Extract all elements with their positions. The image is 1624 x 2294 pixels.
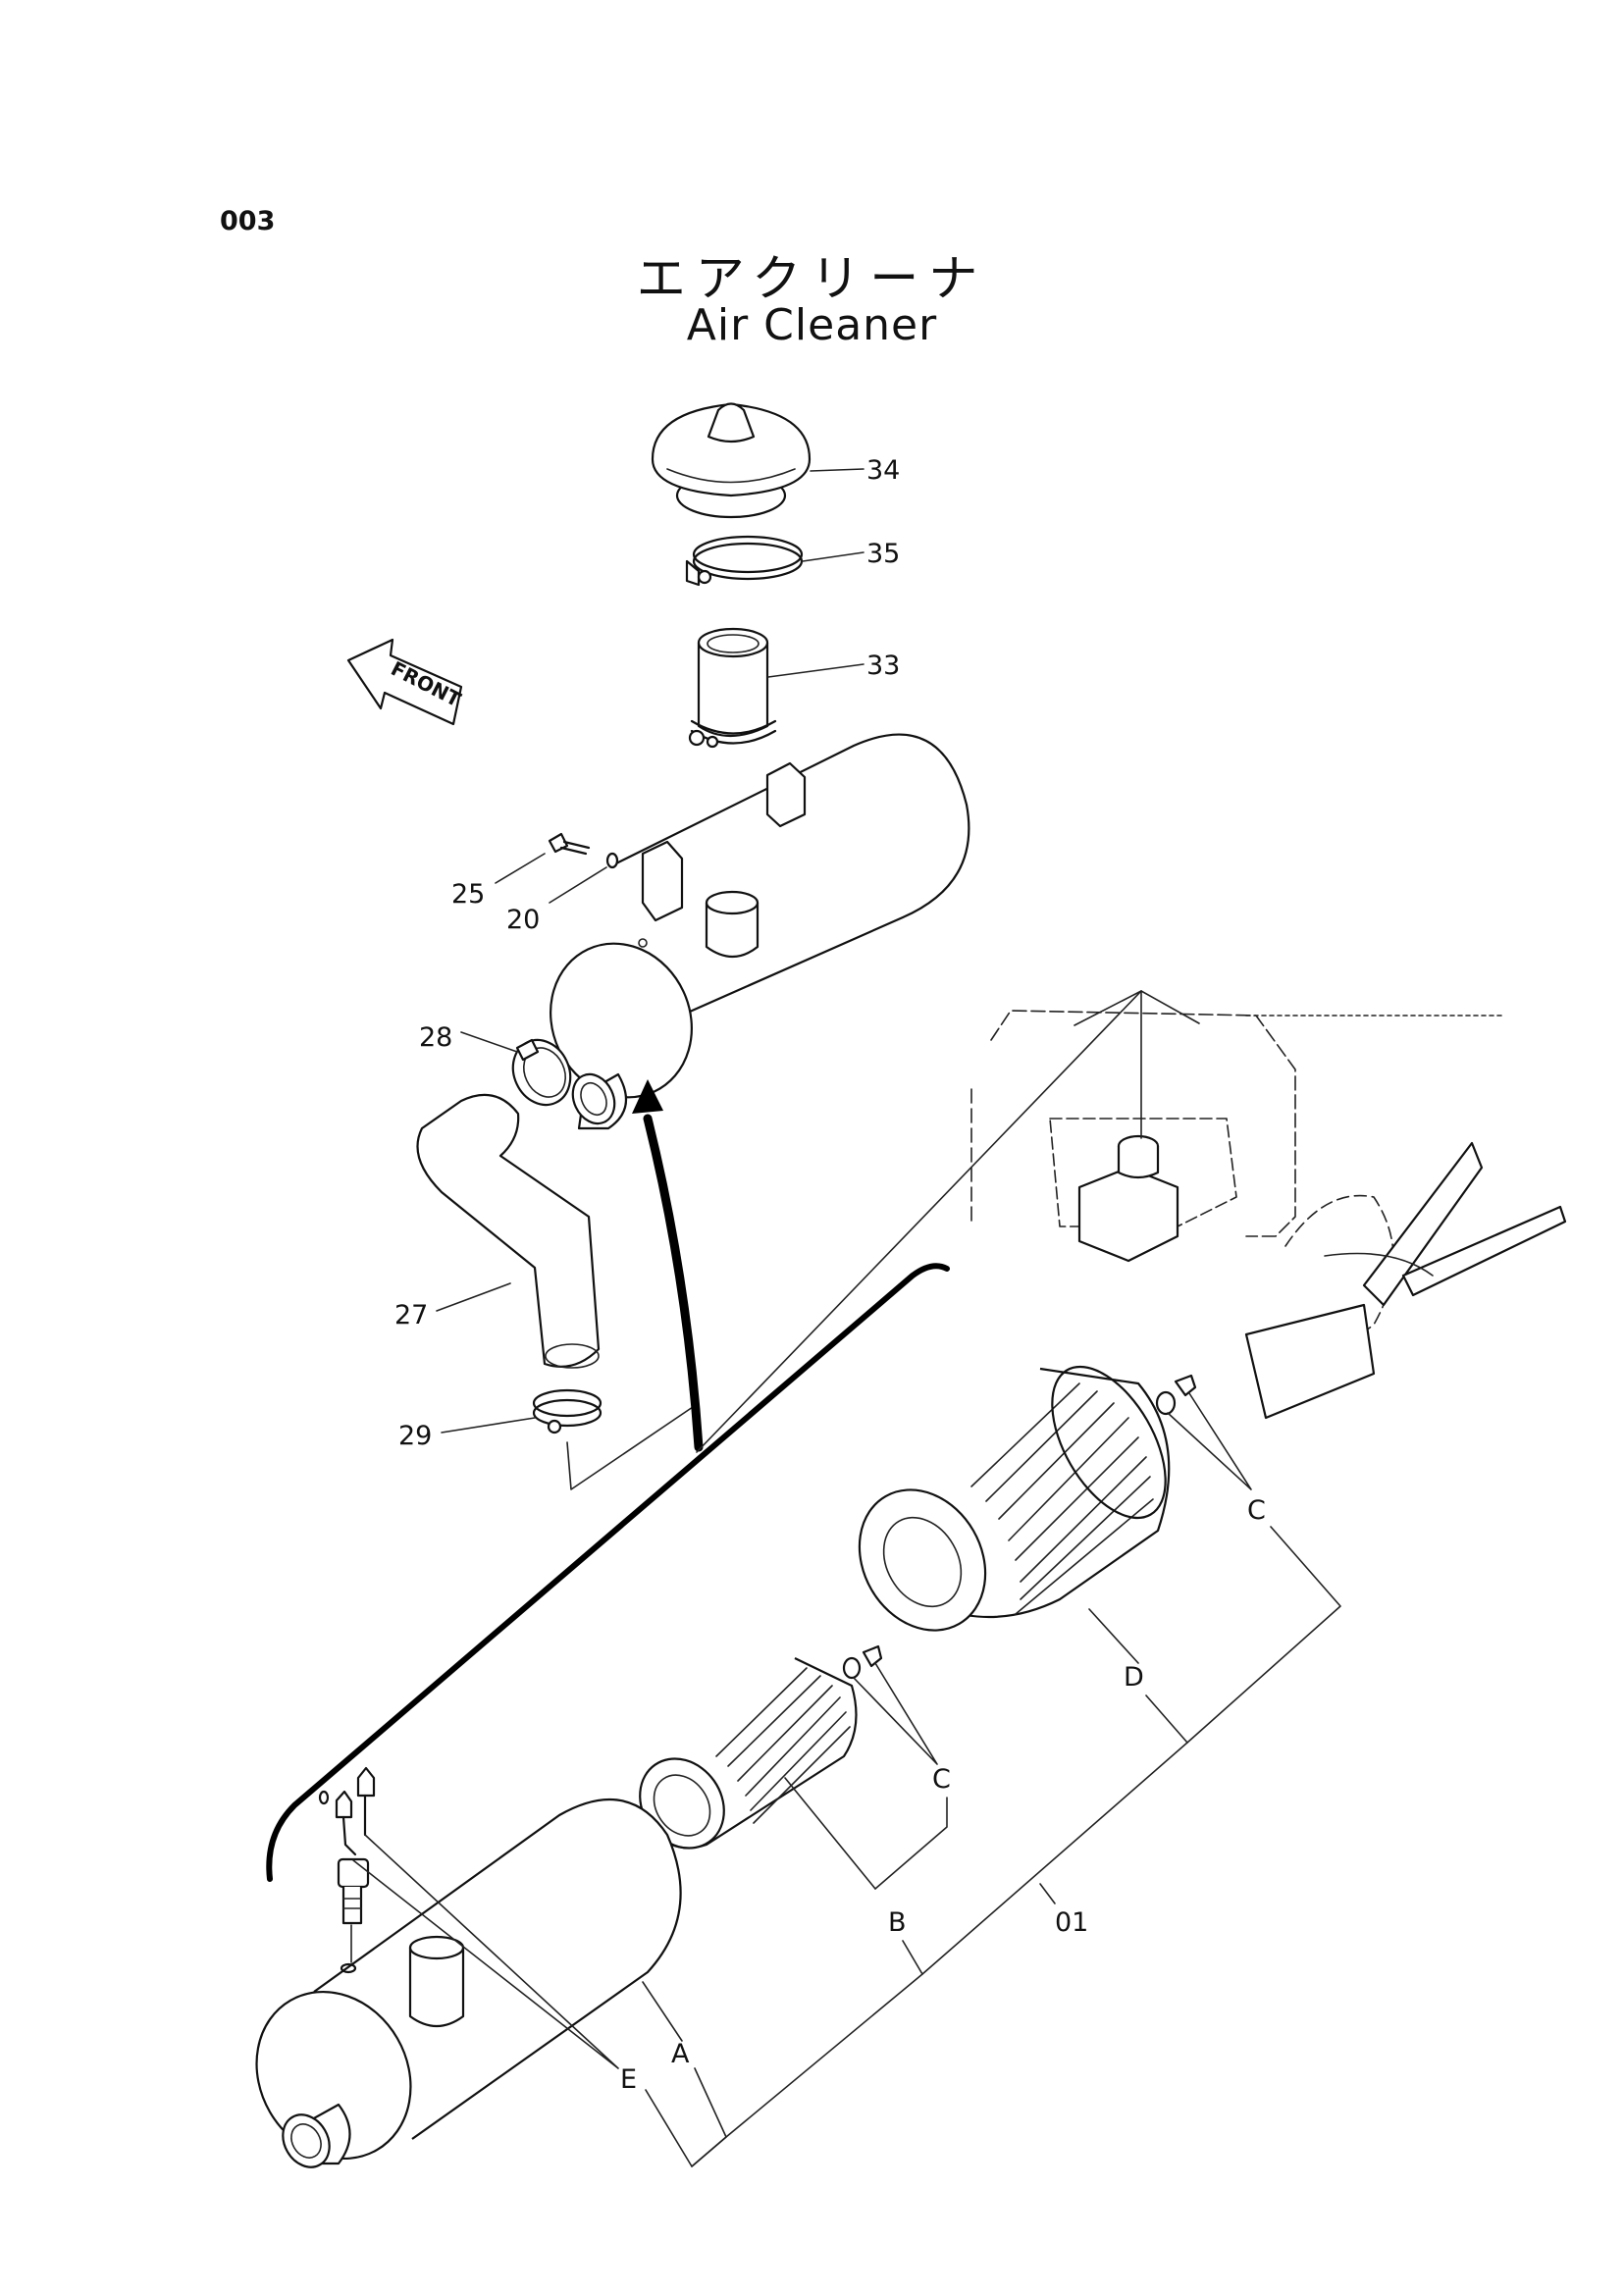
washer-part-20 (605, 852, 619, 869)
inlet-pipe-part (688, 627, 777, 749)
callout-a: A (671, 2039, 690, 2069)
callout-e: E (620, 2064, 637, 2095)
hose-part-27 (416, 1093, 601, 1369)
outer-filter-element (858, 1365, 1171, 1632)
page-code: 003 (220, 206, 276, 236)
callout-01: 01 (1055, 1907, 1088, 1938)
front-direction-arrow: FRONT (346, 638, 465, 726)
title-english: Air Cleaner (686, 300, 938, 350)
title-japanese: エアクリーナ (636, 250, 988, 307)
engine-reference-sketch (970, 1010, 1567, 1420)
assembly-arrow (643, 1114, 704, 1452)
callout-d: D (1124, 1662, 1144, 1693)
lower-housing-body (255, 1798, 682, 2168)
bolt-part-25 (548, 832, 591, 856)
air-cleaner-assembly-upper (550, 733, 970, 1130)
callout-20: 20 (506, 905, 540, 935)
inner-filter-element (639, 1657, 858, 1850)
callout-b: B (888, 1907, 907, 1938)
callout-33: 33 (866, 651, 900, 681)
wing-nut-outer (1155, 1374, 1197, 1416)
clamp-part-28 (511, 1038, 572, 1107)
callout-c-inner: C (932, 1764, 951, 1795)
assembly-outline-curve (266, 1263, 950, 1882)
callout-27: 27 (394, 1300, 428, 1330)
callout-28: 28 (419, 1022, 452, 1053)
callout-29: 29 (398, 1421, 432, 1451)
clamp-part-35 (685, 535, 804, 587)
callout-34: 34 (866, 455, 900, 486)
clamp-part-29 (532, 1388, 602, 1434)
callout-c-outer: C (1247, 1495, 1266, 1526)
wing-nut-inner (842, 1644, 883, 1680)
rain-cap-part (651, 402, 812, 519)
dust-indicator-part (318, 1766, 376, 1974)
assembly-bracket-line (566, 1406, 694, 1490)
callout-35: 35 (866, 539, 900, 569)
callout-25: 25 (451, 879, 485, 910)
